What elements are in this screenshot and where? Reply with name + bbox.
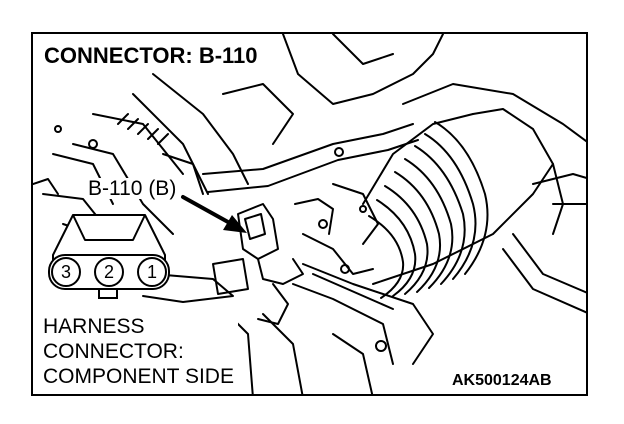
pin-1: 1 xyxy=(137,257,167,287)
svg-text:1: 1 xyxy=(147,262,157,282)
harness-label-line-1: HARNESS xyxy=(43,315,145,338)
harness-label-line-2: CONNECTOR: xyxy=(43,340,184,363)
diagram-title: CONNECTOR: B-110 xyxy=(41,44,261,68)
figure-code: AK500124AB xyxy=(449,372,555,390)
harness-connector-label: HARNESS CONNECTOR: COMPONENT SIDE xyxy=(39,312,238,391)
figure-frame: 3 2 1 CONNECTOR: B-110 B-110 (B) HARNESS… xyxy=(31,32,588,396)
engine-illustration: 3 2 1 xyxy=(33,34,586,394)
svg-text:3: 3 xyxy=(61,262,71,282)
svg-text:2: 2 xyxy=(104,262,114,282)
harness-label-line-3: COMPONENT SIDE xyxy=(43,365,234,388)
connector-callout-label: B-110 (B) xyxy=(86,177,179,200)
pin-2: 2 xyxy=(94,257,124,287)
callout-arrow xyxy=(181,195,247,233)
pin-3: 3 xyxy=(51,257,81,287)
harness-connector-diagram: 3 2 1 xyxy=(48,214,170,299)
